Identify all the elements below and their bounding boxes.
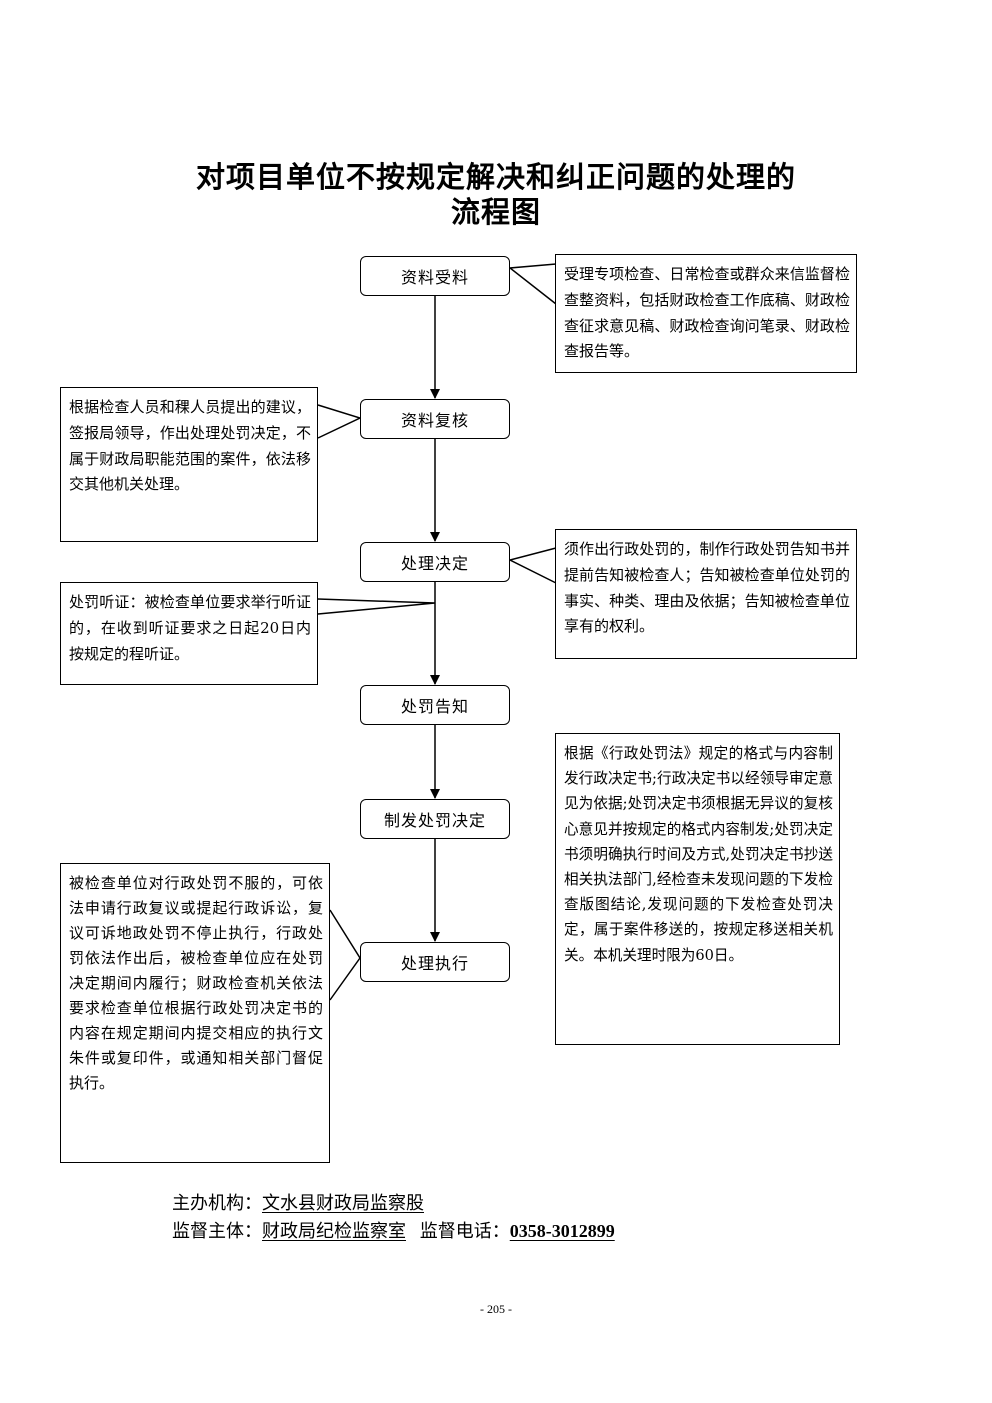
callout-intake xyxy=(508,263,557,305)
step-issue-decision: 制发处罚决定 xyxy=(360,799,510,839)
step-execute-label: 处理执行 xyxy=(400,954,469,973)
footer-supervisor: 监督主体：财政局纪检监察室 监督电话：0358-3012899 xyxy=(172,1219,615,1244)
step-intake-label: 资料受料 xyxy=(400,268,469,287)
step-execute: 处理执行 xyxy=(360,942,510,982)
phone-label: 监督电话： xyxy=(419,1221,510,1242)
callout-execute xyxy=(329,909,361,1001)
callout-decision xyxy=(507,547,557,584)
callout-review xyxy=(317,404,363,439)
note-review: 根据检查人员和稞人员提出的建议，签报局领导，作出处理处罚决定，不属于财政局职能范… xyxy=(60,387,318,542)
phone-value: 0358-3012899 xyxy=(509,1221,615,1241)
step-notice-label: 处罚告知 xyxy=(400,697,469,716)
title-line-1: 对项目单位不按规定解决和纠正问题的处理的 xyxy=(195,160,796,194)
organizer-label: 主办机构： xyxy=(172,1193,262,1214)
organizer-value: 文水县财政局监察股 xyxy=(262,1193,424,1214)
note-intake: 受理专项检查、日常检查或群众来信监督检查整资料，包括财政检查工作底稿、财政检查征… xyxy=(555,254,857,373)
page-number: - 205 - xyxy=(480,1302,512,1316)
step-decision-label: 处理决定 xyxy=(400,554,469,573)
footer-organizer: 主办机构：文水县财政局监察股 xyxy=(172,1192,424,1216)
step-review: 资料复核 xyxy=(360,399,510,439)
supervisor-label: 监督主体： xyxy=(172,1221,262,1242)
note-issue-decision: 根据《行政处罚法》规定的格式与内容制发行政决定书;行政决定书以经领导审定意见为依… xyxy=(555,733,840,1045)
note-execute: 被检查单位对行政处罚不服的，可依法申请行政复议或提起行政诉讼，复议可诉地政处罚不… xyxy=(60,863,330,1163)
note-hearing: 处罚听证：被检查单位要求举行听证的，在收到听证要求之日起20日内按规定的程听证。 xyxy=(60,582,318,685)
supervisor-value: 财政局纪检监察室 xyxy=(262,1221,406,1242)
note-decision: 须作出行政处罚的，制作行政处罚告知书并提前告知被检查人；告知被检查单位处罚的事实… xyxy=(555,529,857,659)
step-issue-decision-label: 制发处罚决定 xyxy=(383,811,486,830)
step-review-label: 资料复核 xyxy=(400,411,469,430)
page-title: 对项目单位不按规定解决和纠正问题的处理的 流程图 xyxy=(96,160,896,230)
step-notice: 处罚告知 xyxy=(360,685,510,725)
step-intake: 资料受料 xyxy=(360,256,510,296)
title-line-2: 流程图 xyxy=(450,195,541,229)
step-decision: 处理决定 xyxy=(360,542,510,582)
callout-hearing xyxy=(317,598,436,615)
